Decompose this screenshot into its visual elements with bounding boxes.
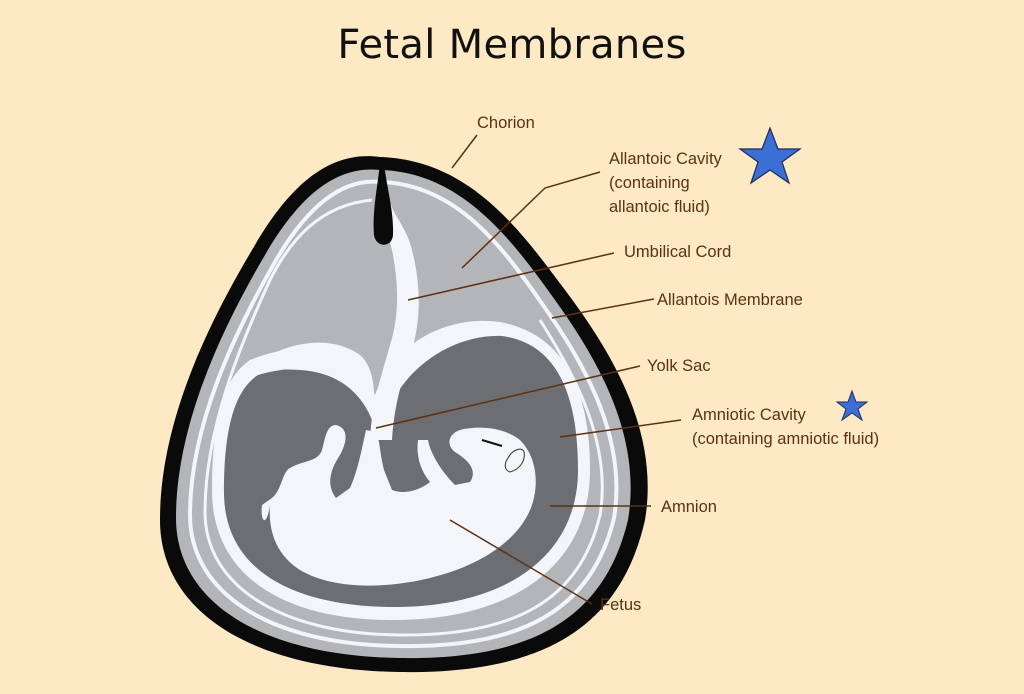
inner-membrane-line (203, 198, 604, 637)
page-title: Fetal Membranes (337, 22, 687, 68)
leader-fetus (449, 519, 593, 605)
label-umbilical-cord: Umbilical Cord (624, 243, 732, 261)
allantois-membrane-line (187, 179, 619, 649)
label-yolk-sac: Yolk Sac (647, 357, 711, 375)
fetus-eye (481, 439, 503, 447)
fetus-ear (504, 448, 525, 473)
label-allantois-membrane: Allantois Membrane (657, 291, 803, 309)
label-allantoic-cavity-sub2: allantoic fluid) (609, 198, 710, 216)
label-chorion: Chorion (477, 114, 535, 132)
label-amniotic-cavity: Amniotic Cavity (692, 406, 806, 424)
fetus-shape (261, 425, 536, 586)
label-allantoic-cavity: Allantoic Cavity (609, 150, 722, 168)
leader-amniotic-cavity (559, 419, 682, 438)
leader-umbilical-cord (407, 252, 615, 301)
leader-allantois-membrane (551, 298, 655, 319)
cord-attachment (373, 162, 394, 245)
leader-yolk-sac (375, 365, 641, 429)
yolk-sac-shape (235, 342, 375, 420)
leader-chorion (451, 134, 478, 169)
leader-allantoic-cavity (461, 171, 601, 269)
label-fetus: Fetus (600, 596, 642, 614)
label-amniotic-cavity-sub: (containing amniotic fluid) (692, 430, 880, 448)
label-amnion: Amnion (661, 498, 717, 516)
umbilical-cord-shape (370, 200, 419, 440)
star-icon (835, 389, 869, 422)
label-allantoic-cavity-sub1: (containing (609, 174, 690, 192)
star-icon (738, 126, 802, 185)
